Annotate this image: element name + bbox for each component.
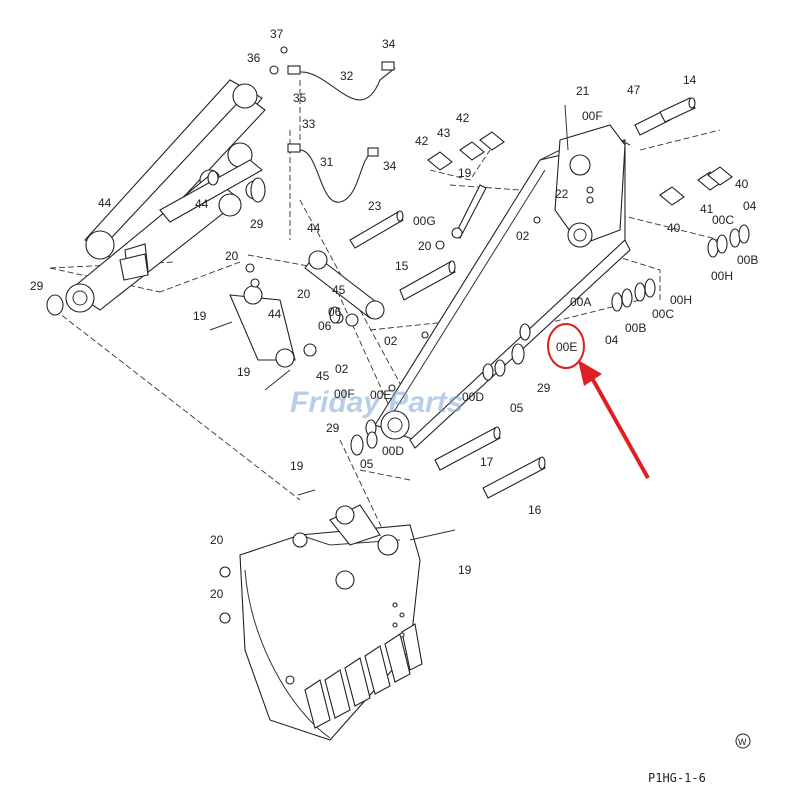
part-label: 14 xyxy=(683,73,697,87)
part-label: 23 xyxy=(368,199,382,213)
part-label: 29 xyxy=(30,279,44,293)
part-label: 00C xyxy=(652,307,674,321)
part-label: 44 xyxy=(307,221,321,235)
part-label: 44 xyxy=(98,196,112,210)
part-label: 00B xyxy=(737,253,758,267)
part-label: 33 xyxy=(302,117,316,131)
part-label: 40 xyxy=(667,221,681,235)
part-label: 45 xyxy=(332,283,346,297)
hose-lines xyxy=(269,46,396,203)
part-label: 19 xyxy=(458,166,472,180)
part-label: 00D xyxy=(462,390,484,404)
part-label: 05 xyxy=(360,457,374,471)
part-label: 00H xyxy=(711,269,733,283)
part-label: 20 xyxy=(210,533,224,547)
side-links xyxy=(119,250,385,391)
reference-code: P1HG-1-6 xyxy=(648,771,706,785)
link-assembly xyxy=(46,79,266,316)
shim-plates xyxy=(427,131,733,206)
copyright-letter: W xyxy=(738,737,747,747)
part-label: 36 xyxy=(247,51,261,65)
bucket xyxy=(219,504,456,741)
pins xyxy=(349,97,696,499)
part-label: 47 xyxy=(627,83,641,97)
part-label: 02 xyxy=(516,229,530,243)
part-label: 32 xyxy=(340,69,354,83)
part-label: 16 xyxy=(528,503,542,517)
part-label: 31 xyxy=(320,155,334,169)
part-label: 04 xyxy=(743,199,757,213)
part-label: 44 xyxy=(195,197,209,211)
part-labels: 37 36 35 34 32 33 31 34 44 44 29 44 29 2… xyxy=(30,27,758,601)
part-label: 15 xyxy=(395,259,409,273)
copyright-mark xyxy=(735,733,751,749)
part-label: 45 xyxy=(316,369,330,383)
part-label: 00D xyxy=(382,444,404,458)
part-label: 19 xyxy=(290,459,304,473)
part-label: 34 xyxy=(383,159,397,173)
part-label: 19 xyxy=(237,365,251,379)
part-label: 00H xyxy=(670,293,692,307)
part-label: 02 xyxy=(384,334,398,348)
part-label: 06 xyxy=(328,305,342,319)
part-label: 00G xyxy=(413,214,436,228)
part-label: 02 xyxy=(335,362,349,376)
part-label: 34 xyxy=(382,37,396,51)
part-label: 00F xyxy=(334,387,355,401)
watermark: Friday Parts xyxy=(290,386,463,419)
part-label: 20 xyxy=(225,249,239,263)
bolts xyxy=(297,186,594,496)
part-label: 21 xyxy=(576,84,590,98)
part-label: 19 xyxy=(458,563,472,577)
part-label: 40 xyxy=(735,177,749,191)
part-label: 20 xyxy=(418,239,432,253)
part-label: 20 xyxy=(297,287,311,301)
part-label: 20 xyxy=(210,587,224,601)
part-label: 00C xyxy=(712,213,734,227)
part-label: 37 xyxy=(270,27,284,41)
part-label: 44 xyxy=(268,307,282,321)
part-label: 04 xyxy=(605,333,619,347)
part-label: 17 xyxy=(480,455,494,469)
part-label: 29 xyxy=(326,421,340,435)
part-label: 43 xyxy=(437,126,451,140)
part-label: 35 xyxy=(293,91,307,105)
part-label: 00A xyxy=(570,295,591,309)
part-label: 41 xyxy=(700,202,714,216)
part-label: 29 xyxy=(250,217,264,231)
part-label: 06 xyxy=(318,319,332,333)
seal-rings xyxy=(329,224,750,456)
part-label: 42 xyxy=(415,134,429,148)
part-label: 00F xyxy=(582,109,603,123)
part-label: 05 xyxy=(510,401,524,415)
highlight-marker xyxy=(547,323,650,479)
part-label: 00B xyxy=(625,321,646,335)
part-label: 00E xyxy=(370,388,391,402)
part-label: 00E xyxy=(556,340,577,354)
part-label: 29 xyxy=(537,381,551,395)
part-label: 22 xyxy=(555,187,569,201)
part-label: 19 xyxy=(193,309,207,323)
part-label: 42 xyxy=(456,111,470,125)
